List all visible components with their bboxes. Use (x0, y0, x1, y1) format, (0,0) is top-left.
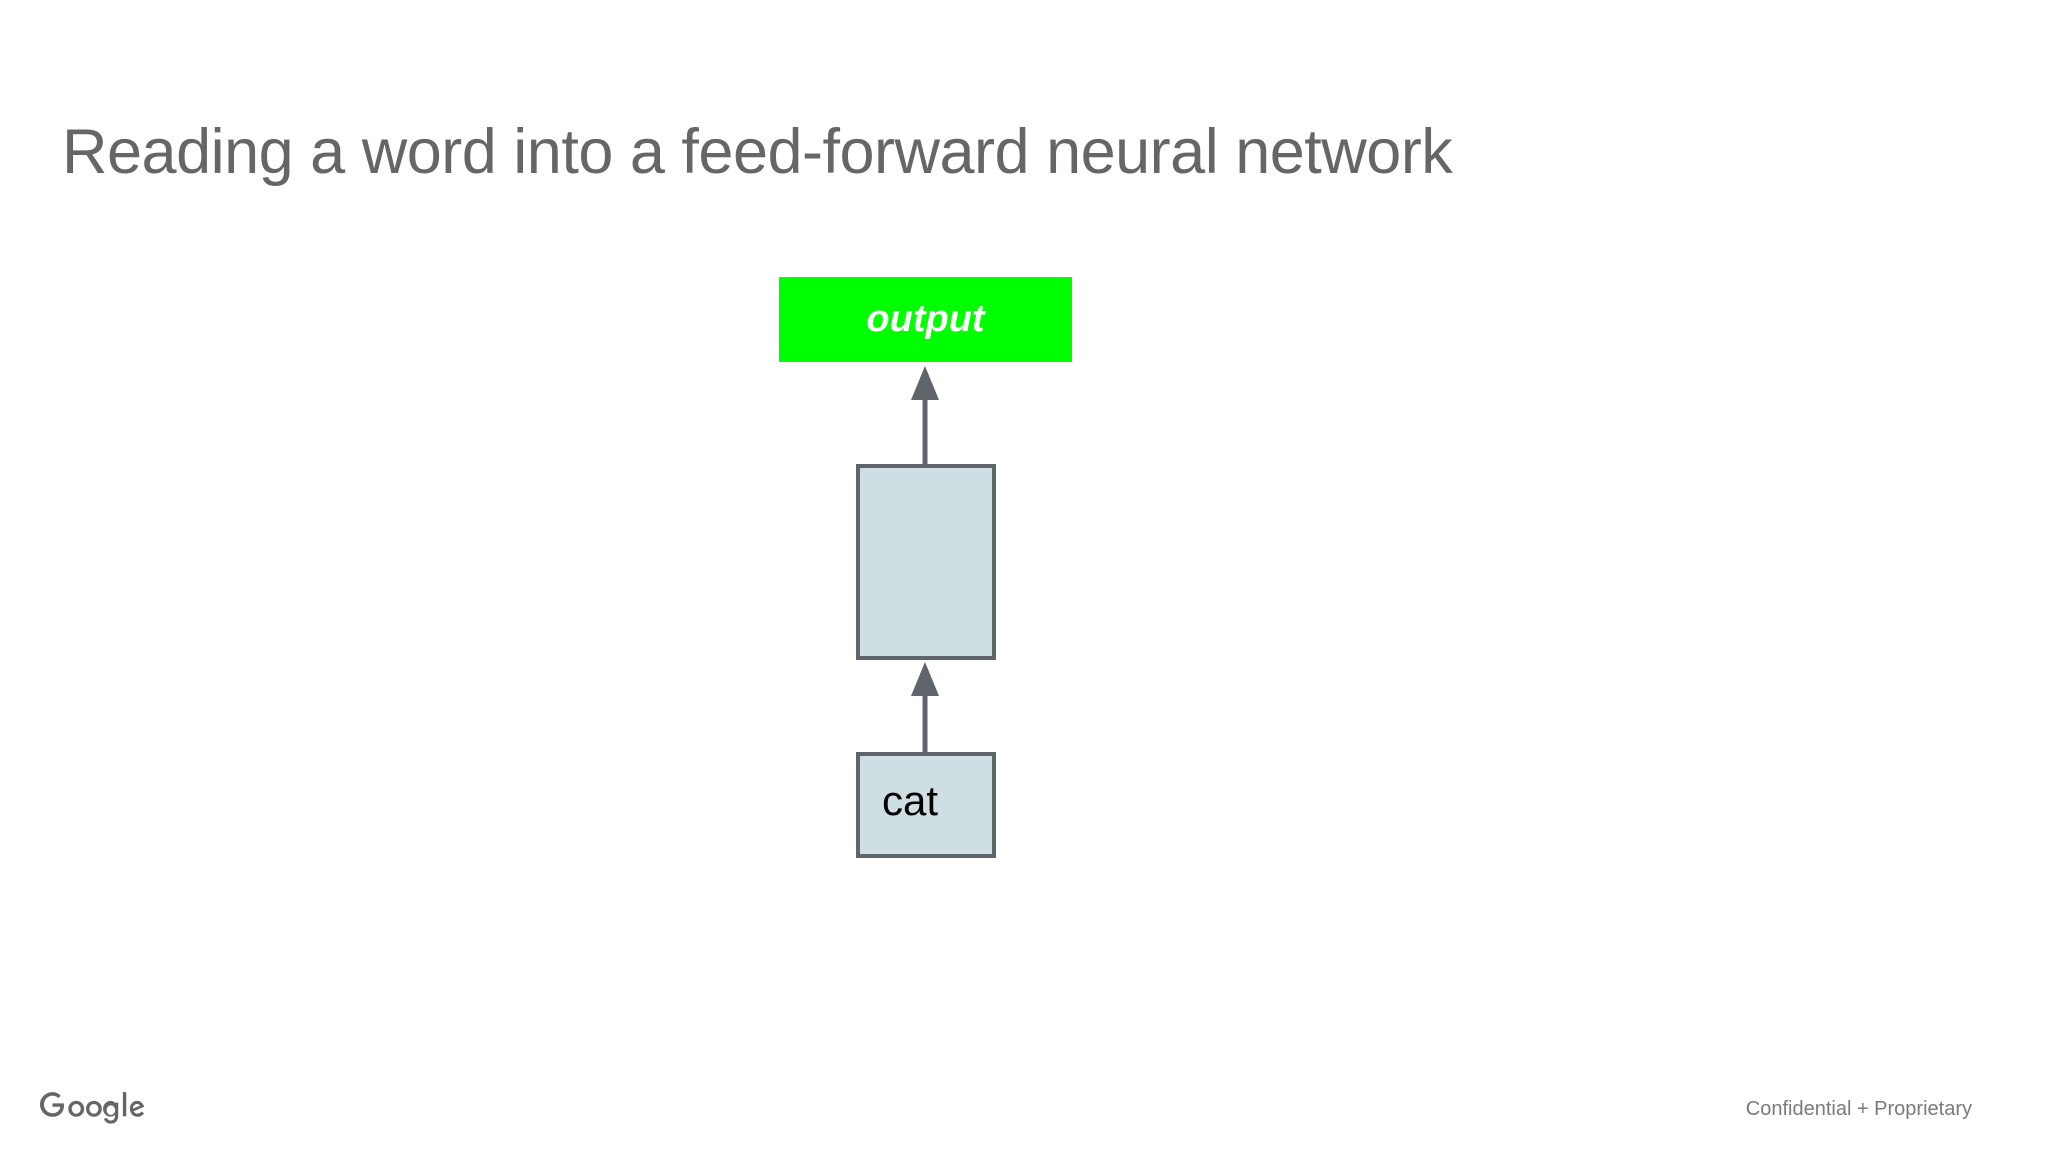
google-logo-icon (40, 1092, 145, 1124)
arrow-up-icon-hidden-to-output (911, 366, 939, 464)
page-title: Reading a word into a feed-forward neura… (62, 117, 1453, 187)
diagram-node-input-word: cat (856, 752, 996, 858)
diagram-node-output: output (779, 277, 1072, 362)
confidential-note: Confidential + Proprietary (1745, 1098, 1972, 1120)
arrow-up-icon-input-to-hidden (911, 662, 939, 752)
diagram-node-hidden-layer (856, 464, 996, 660)
diagram-node-input-label: cat (882, 777, 939, 824)
diagram-node-output-label: output (866, 298, 985, 340)
